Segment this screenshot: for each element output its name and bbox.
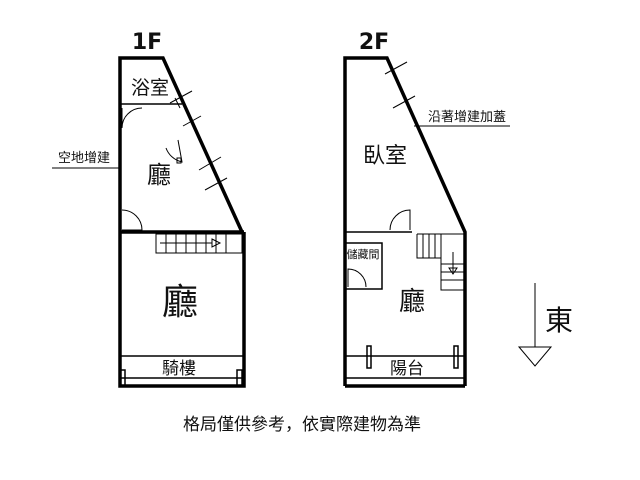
wall-mark (225, 197, 233, 209)
arcade-column-left (119, 369, 126, 387)
hall-door-bottom (121, 209, 143, 231)
bathroom-door (121, 107, 143, 129)
annotation-extension-along: 沿著增建加蓋 (428, 110, 506, 125)
wall-mark (174, 97, 181, 109)
compass-direction-label: 東 (545, 304, 573, 337)
north-arrow (517, 283, 553, 367)
storage-room-walls (344, 242, 383, 290)
floor-2f-label: 2F (359, 30, 389, 55)
floor-2f-outline (343, 56, 467, 386)
annotation-open-land-extension: 空地增建 (58, 151, 110, 166)
staircase-2f (416, 233, 466, 291)
door-handle (176, 157, 182, 164)
wall-mark (392, 95, 416, 109)
wall-mark (204, 177, 228, 191)
room-hall-2f-label: 廳 (399, 287, 425, 317)
wall-mark (384, 61, 408, 75)
wall-mark (198, 156, 222, 171)
arcade-column-right (236, 369, 243, 387)
room-balcony-label: 陽台 (390, 359, 424, 379)
balcony-post-left (366, 345, 372, 369)
storage-door (347, 268, 367, 288)
side-door (165, 139, 183, 163)
wall-mark (169, 90, 193, 104)
floor-1f-lower-outline (118, 232, 246, 388)
wall-mark (182, 115, 202, 127)
room-arcade-label: 騎樓 (162, 359, 196, 379)
disclaimer-text: 格局僅供參考，依實際建物為準 (183, 415, 421, 435)
room-storage-label: 儲藏間 (347, 248, 380, 261)
room-hall-lower-label: 廳 (162, 282, 198, 323)
floor-1f-upper-outline (118, 56, 244, 233)
room-bathroom-label: 浴室 (131, 77, 169, 99)
staircase-1f (155, 233, 243, 254)
balcony-post-right (453, 345, 459, 369)
floor-2f-plan (343, 56, 467, 388)
bedroom-door (389, 209, 411, 231)
room-bedroom-label: 臥室 (363, 144, 407, 169)
floor-1f-label: 1F (132, 30, 162, 55)
floor-1f-plan (118, 56, 246, 388)
room-hall-upper-label: 廳 (147, 161, 171, 189)
compass-arrow-head (517, 346, 553, 367)
